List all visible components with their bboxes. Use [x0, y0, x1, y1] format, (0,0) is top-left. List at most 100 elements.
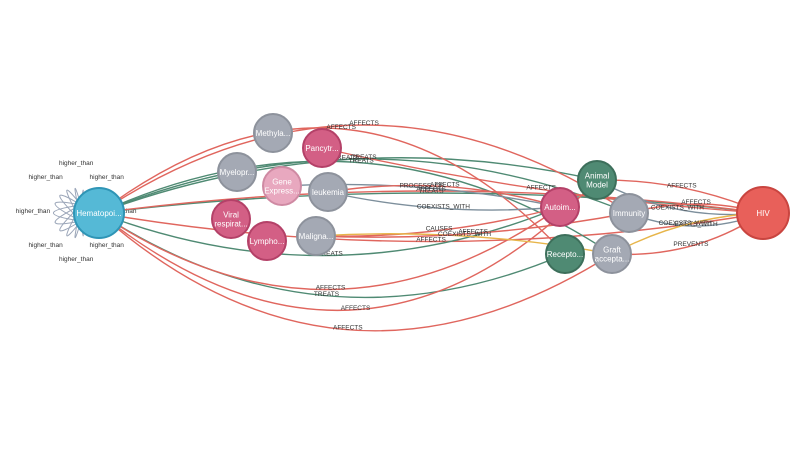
- edge-label: AFFECTS: [430, 182, 460, 189]
- edge-label: AFFECTS: [416, 237, 446, 244]
- node-label: Model: [586, 181, 608, 190]
- edge-label: COEXISTS_WITH: [651, 204, 704, 211]
- node-layer[interactable]: Hematopoi... Methyla... Pancytr... Myelopr.…: [73, 113, 790, 274]
- edge-affects[interactable]: [98, 212, 613, 332]
- self-loop-label: higher_than: [90, 242, 125, 249]
- edge-label: AFFECTS: [349, 120, 379, 127]
- node-leuk[interactable]: leukemia: [308, 172, 348, 212]
- node-recept[interactable]: Recepto...: [545, 234, 585, 274]
- edge-label: PREVENTS: [673, 241, 709, 248]
- edge-label: TREATS: [314, 291, 340, 298]
- node-label: Maligna...: [299, 232, 334, 241]
- node-circle[interactable]: [302, 128, 342, 168]
- node-hub[interactable]: Hematopoi...: [73, 187, 125, 239]
- edge-label: COEXISTS_WITH: [438, 231, 491, 238]
- edge-treats[interactable]: [98, 192, 765, 216]
- edge-label: AFFECTS: [681, 199, 711, 206]
- node-gene[interactable]: GeneExpress...: [262, 166, 302, 206]
- self-loop-edge: [54, 204, 82, 225]
- edge-affects[interactable]: [98, 127, 566, 255]
- node-immun[interactable]: Immunity: [609, 193, 649, 233]
- node-label: respirat...: [214, 220, 247, 229]
- edge-label: AFFECTS: [316, 284, 346, 291]
- node-label: Methyla...: [256, 129, 291, 138]
- edge-coexists_with[interactable]: [327, 191, 562, 212]
- node-label: Immunity: [613, 209, 645, 218]
- node-label: Gene: [272, 178, 292, 187]
- node-label: Pancytr...: [305, 144, 338, 153]
- node-circle[interactable]: [296, 216, 336, 256]
- self-loop-label: higher_than: [59, 160, 94, 167]
- edge-affects[interactable]: [98, 206, 561, 291]
- node-autoim[interactable]: Autoim...: [540, 187, 580, 227]
- edge-label: TREATS: [318, 250, 344, 257]
- node-malign[interactable]: Maligna...: [296, 216, 336, 256]
- edge-affects[interactable]: [98, 210, 765, 243]
- node-label: Hematopoi...: [76, 209, 121, 218]
- edge-label: AFFECTS: [667, 183, 697, 190]
- edge-affects[interactable]: [98, 190, 765, 216]
- edge-label: CAUSES: [426, 225, 453, 232]
- edge-label: TREATS: [351, 154, 377, 161]
- node-circle[interactable]: [211, 199, 251, 239]
- node-circle[interactable]: [592, 234, 632, 274]
- node-graft[interactable]: Graftaccepta...: [592, 234, 632, 274]
- edge-label: AFFECTS: [526, 184, 556, 191]
- edge-label: AFFECTS: [341, 305, 371, 312]
- node-label: Animal: [585, 172, 610, 181]
- self-loop-label: higher_than: [28, 242, 63, 249]
- node-lympho[interactable]: Lympho...: [247, 221, 287, 261]
- self-loop-label: higher_than: [90, 174, 125, 181]
- edge-affects[interactable]: [98, 179, 598, 311]
- self-loop-label: higher_than: [28, 174, 63, 181]
- node-circle[interactable]: [253, 113, 293, 153]
- node-label: HIV: [756, 209, 770, 218]
- node-circle[interactable]: [609, 193, 649, 233]
- edge-label: PROCESS_OF: [399, 183, 443, 190]
- node-label: Myelopr...: [220, 168, 255, 177]
- node-label: leukemia: [312, 188, 345, 197]
- node-circle[interactable]: [545, 234, 585, 274]
- node-circle[interactable]: [262, 166, 302, 206]
- node-pancyt[interactable]: Pancytr...: [302, 128, 342, 168]
- edge-label: TREATS: [349, 158, 375, 165]
- edge-label: AFFECTS: [333, 325, 363, 332]
- edge-label: AFFECTS: [416, 186, 446, 193]
- self-loop-label: higher_than: [16, 208, 51, 215]
- edge-label: COEXISTS_WITH: [417, 203, 470, 210]
- node-label: Viral: [223, 211, 239, 220]
- node-myelo[interactable]: Myelopr...: [217, 152, 257, 192]
- node-circle[interactable]: [577, 160, 617, 200]
- node-label: Autoim...: [544, 203, 576, 212]
- node-methyl[interactable]: Methyla...: [253, 113, 293, 153]
- edge-label: COEXISTS_WITH: [659, 220, 712, 227]
- edge-treats[interactable]: [98, 205, 562, 257]
- node-circle[interactable]: [247, 221, 287, 261]
- node-circle[interactable]: [308, 172, 348, 212]
- edge-affects[interactable]: [98, 124, 630, 214]
- node-label: Lympho...: [250, 237, 285, 246]
- edge-label: AFFECTS: [326, 124, 356, 131]
- node-label: accepta...: [595, 255, 630, 264]
- edge-label-layer: TREATSAFFECTSTREATSTREATSTREATSTREATSTRE…: [314, 120, 718, 332]
- edge-label: EXISTS_WITH: [674, 221, 718, 228]
- node-circle[interactable]: [217, 152, 257, 192]
- edge-label: TREATS: [333, 155, 359, 162]
- self-loop-edge: [54, 201, 82, 222]
- node-label: Recepto...: [547, 250, 583, 259]
- node-viral[interactable]: Viralrespirat...: [211, 199, 251, 239]
- node-circle[interactable]: [73, 187, 125, 239]
- edge-treats[interactable]: [98, 158, 631, 215]
- self-loop-edge: [53, 204, 82, 222]
- node-label: Graft: [603, 246, 622, 255]
- edge-affects[interactable]: [327, 184, 562, 209]
- node-label: Express...: [264, 187, 300, 196]
- edge-affects[interactable]: [315, 210, 631, 238]
- node-circle[interactable]: [540, 187, 580, 227]
- node-circle[interactable]: [736, 186, 790, 240]
- node-hiv[interactable]: HIV: [736, 186, 790, 240]
- edge-affects[interactable]: [321, 147, 765, 217]
- edge-label: AFFECTS: [458, 228, 488, 235]
